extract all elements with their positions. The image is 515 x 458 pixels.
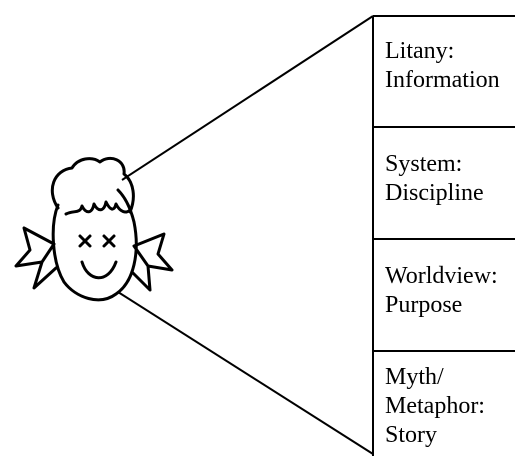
layer-myth-line-1: Myth/ [385, 364, 444, 390]
layer-system-line-1: System: [385, 151, 462, 177]
right-bow [130, 232, 174, 292]
layer-stack: Litany: Information System: Discipline W… [372, 15, 515, 456]
layer-litany-line-2: Information [385, 67, 500, 93]
right-eye [102, 234, 116, 248]
left-eye [78, 234, 92, 248]
layer-litany: Litany: Information [385, 38, 500, 93]
layer-myth-line-3: Story [385, 422, 437, 448]
layer-myth-line-2: Metaphor: [385, 393, 485, 419]
face-outline [51, 188, 138, 302]
layer-system-line-2: Discipline [385, 180, 484, 206]
view-cone-top-line [121, 15, 374, 181]
left-bow [14, 226, 58, 290]
smile [80, 260, 118, 280]
layer-worldview: Worldview: Purpose [385, 263, 498, 318]
layer-myth: Myth/ Metaphor: Story [385, 364, 485, 448]
layer-system: System: Discipline [385, 151, 484, 206]
layer-worldview-line-1: Worldview: [385, 263, 498, 289]
smiling-girl-face-icon [14, 157, 174, 302]
layer-worldview-line-2: Purpose [385, 292, 462, 318]
layer-litany-line-1: Litany: [385, 38, 454, 64]
hair-outline [50, 157, 135, 214]
hair-bangs [64, 200, 132, 216]
view-cone-bottom-line [117, 291, 374, 455]
